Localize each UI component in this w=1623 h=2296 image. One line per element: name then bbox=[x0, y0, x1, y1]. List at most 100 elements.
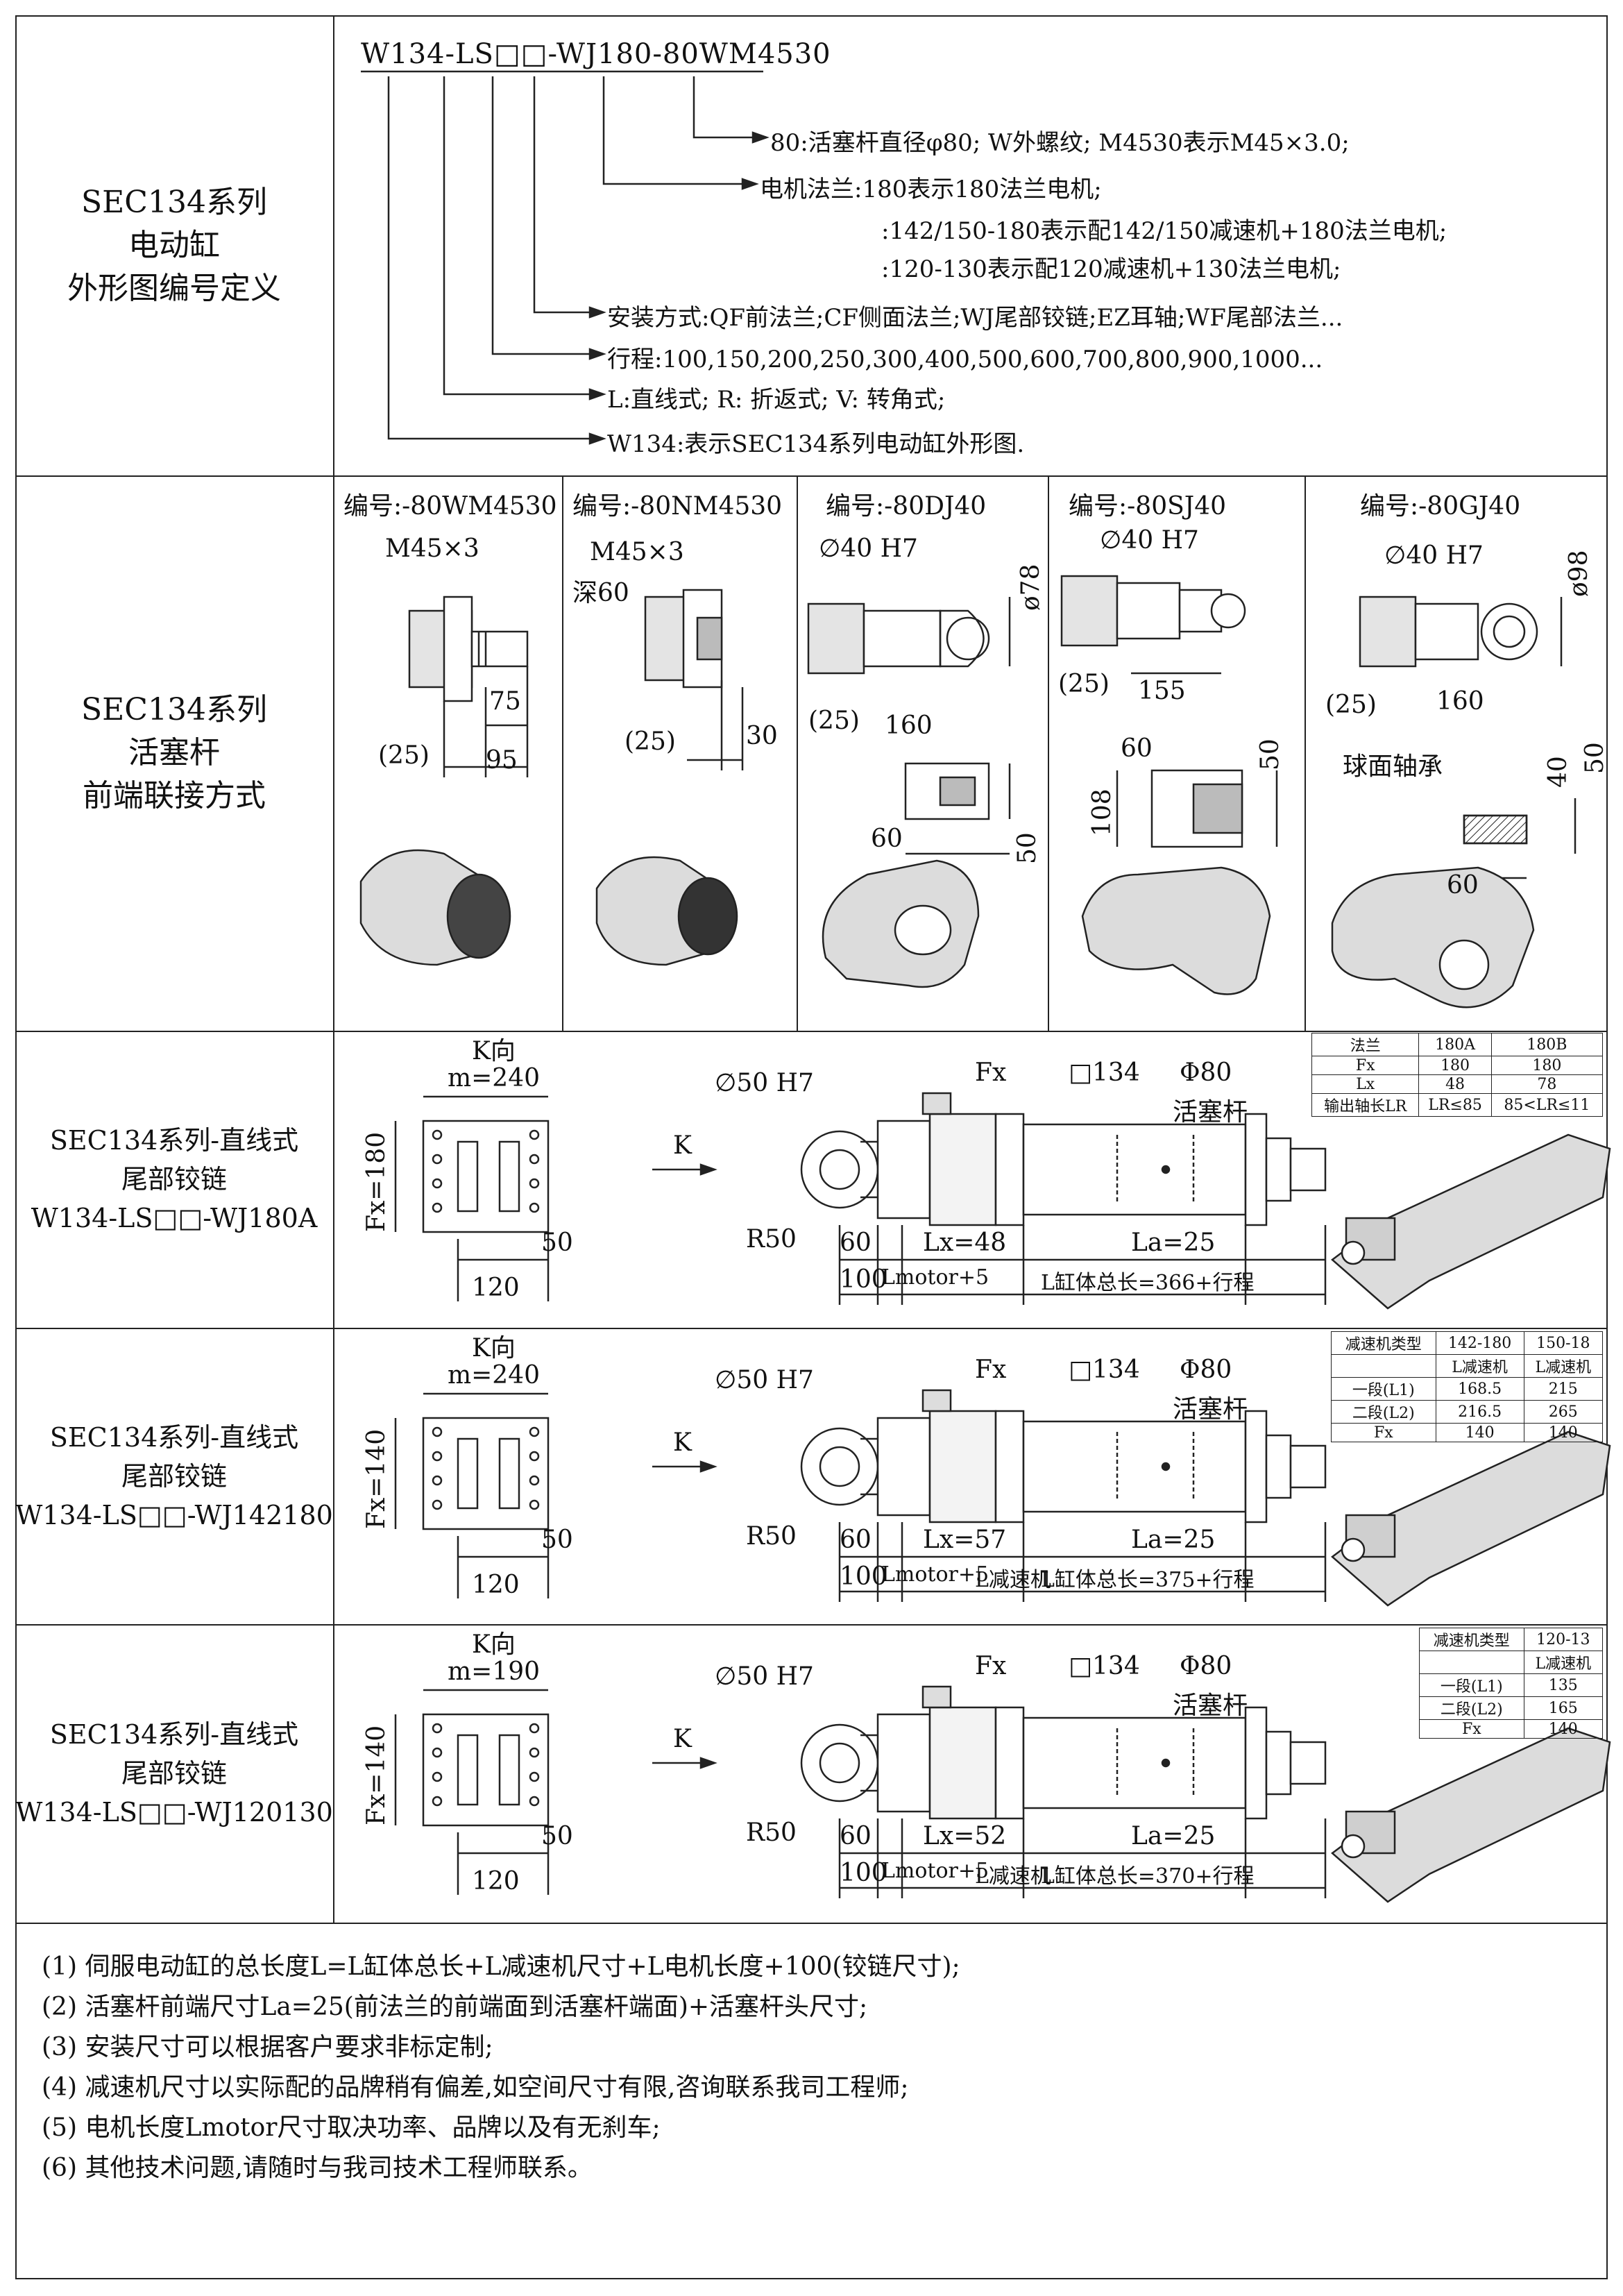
section5-kview-width: m=190 bbox=[448, 1657, 541, 1686]
gj-dim-160: 160 bbox=[1436, 687, 1484, 716]
wm-thread-dim: M45×3 bbox=[385, 534, 479, 563]
spec-table-row: 二段(L2)165 bbox=[1419, 1696, 1604, 1720]
section3-kview-title: K向 bbox=[472, 1037, 516, 1065]
dj-dim-25: (25) bbox=[808, 707, 860, 735]
section3-dim-100: 100 bbox=[840, 1265, 887, 1294]
definition-mounting: 安装方式:QF前法兰;CF侧面法兰;WJ尾部铰链;EZ耳轴;WF尾部法兰... bbox=[607, 304, 1343, 332]
wm-dim-95: 95 bbox=[486, 746, 518, 775]
dj-dim-60: 60 bbox=[871, 825, 903, 853]
section1-label-line: 外形图编号定义 bbox=[67, 270, 281, 306]
section3-label-line: SEC134系列-直线式 bbox=[49, 1125, 299, 1156]
spec-table-cell bbox=[1419, 1651, 1524, 1674]
section3-square-dim: □134 bbox=[1069, 1058, 1140, 1087]
definition-142-150: :142/150-180表示配142/150减速机+180法兰电机; bbox=[881, 217, 1447, 245]
spec-table-cell: 150-18 bbox=[1523, 1331, 1604, 1355]
section5-kview-height: Fx=140 bbox=[362, 1725, 391, 1825]
sj-dim-108: 108 bbox=[1088, 788, 1116, 836]
spec-table-row: L减速机 bbox=[1419, 1651, 1604, 1674]
section5-lx-dim: Lx=52 bbox=[923, 1822, 1007, 1850]
section4-radius-dim: R50 bbox=[746, 1522, 797, 1551]
section3-kview-120: 120 bbox=[472, 1274, 520, 1302]
sj-dim-50: 50 bbox=[1256, 738, 1284, 770]
spec-table-row: 一段(L1)135 bbox=[1419, 1673, 1604, 1697]
section2-label-line: 前端联接方式 bbox=[83, 778, 266, 813]
nm-dim-30: 30 bbox=[746, 722, 778, 750]
section4-cylinder-drawing bbox=[394, 1389, 1611, 1607]
section3-label-line: 尾部铰链 bbox=[121, 1164, 227, 1195]
rod-end-drawings bbox=[359, 575, 1577, 1008]
section3-rod-dia-dim: Φ80 bbox=[1180, 1058, 1232, 1087]
spec-table-cell: 180 bbox=[1490, 1056, 1604, 1075]
sj-dim-60: 60 bbox=[1121, 734, 1153, 763]
spec-table-cell: 215 bbox=[1523, 1377, 1604, 1401]
notes-list: (1) 伺服电动缸的总长度L=L缸体总长+L减速机尺寸+L电机长度+100(铰链… bbox=[42, 1947, 960, 2188]
section5-kview-120: 120 bbox=[472, 1867, 520, 1896]
section4-lmotor-dim: Lmotor+5 bbox=[881, 1562, 989, 1587]
spec-table-cell: 140 bbox=[1523, 1719, 1604, 1739]
gj-dia-dim: ø98 bbox=[1565, 550, 1593, 597]
note-item: (5) 电机长度Lmotor尺寸取决功率、品牌以及有无刹车; bbox=[42, 2113, 661, 2142]
section1-label-line: SEC134系列 bbox=[81, 184, 267, 220]
row-divider-2 bbox=[15, 1031, 1608, 1032]
definition-motor-flange: 电机法兰:180表示180法兰电机; bbox=[760, 176, 1102, 203]
section3-lx-dim: Lx=48 bbox=[923, 1229, 1007, 1257]
nm-depth-dim: 深60 bbox=[572, 579, 629, 607]
spec-table-cell: 142-180 bbox=[1435, 1331, 1524, 1355]
section4-square-dim: □134 bbox=[1069, 1356, 1140, 1384]
label-column-divider bbox=[333, 15, 334, 1923]
section4-total-length-dim: L缸体总长=375+行程 bbox=[1041, 1568, 1255, 1592]
section4-kview-title: K向 bbox=[472, 1334, 516, 1362]
definition-stroke: 行程:100,150,200,250,300,400,500,600,700,8… bbox=[607, 346, 1323, 373]
section1-label-line: 电动缸 bbox=[128, 227, 220, 263]
spec-table-cell: 135 bbox=[1523, 1673, 1604, 1697]
section4-rod-label: 活塞杆 bbox=[1173, 1395, 1248, 1424]
section2-label: SEC134系列 活塞杆 前端联接方式 bbox=[15, 475, 333, 1031]
definition-type: L:直线式; R: 折返式; V: 转角式; bbox=[607, 386, 946, 414]
conn-title-gj: 编号:-80GJ40 bbox=[1360, 492, 1521, 521]
section5-fx-dim: Fx bbox=[975, 1652, 1007, 1680]
conn-divider bbox=[797, 475, 798, 1031]
section5-label-line: SEC134系列-直线式 bbox=[49, 1719, 299, 1750]
gj-spherical-bearing: 球面轴承 bbox=[1343, 752, 1443, 781]
section3-total-length-dim: L缸体总长=366+行程 bbox=[1041, 1271, 1255, 1295]
section5-total-length-dim: L缸体总长=370+行程 bbox=[1041, 1864, 1255, 1889]
spec-table-cell: 216.5 bbox=[1435, 1400, 1524, 1424]
spec-table-cell: 140 bbox=[1523, 1423, 1604, 1442]
spec-table-cell: Lx bbox=[1311, 1074, 1420, 1094]
section3-la-dim: La=25 bbox=[1131, 1229, 1216, 1257]
code-breakdown-lines bbox=[361, 70, 770, 445]
section4-kview-width: m=240 bbox=[448, 1361, 541, 1390]
section5-dim-60: 60 bbox=[840, 1822, 872, 1850]
spec-table-cell: L减速机 bbox=[1523, 1354, 1604, 1378]
nm-dim-25: (25) bbox=[624, 727, 676, 756]
spec-table-cell: 180A bbox=[1418, 1033, 1492, 1056]
section2-label-line: 活塞杆 bbox=[128, 735, 220, 770]
section5-dim-100: 100 bbox=[840, 1859, 887, 1887]
spec-table-cell: 减速机类型 bbox=[1331, 1331, 1436, 1355]
spec-table-cell: Fx bbox=[1311, 1056, 1420, 1075]
section2-label-line: SEC134系列 bbox=[81, 692, 267, 727]
section3-label: SEC134系列-直线式 尾部铰链 W134-LS□□-WJ180A bbox=[15, 1031, 333, 1328]
section5-kview-title: K向 bbox=[472, 1630, 516, 1659]
section4-kview-50: 50 bbox=[541, 1526, 573, 1554]
row-divider-3 bbox=[15, 1328, 1608, 1329]
conn-title-dj: 编号:-80DJ40 bbox=[826, 492, 987, 521]
spec-table-cell: 180 bbox=[1418, 1056, 1492, 1075]
section4-la-dim: La=25 bbox=[1131, 1526, 1216, 1554]
section4-dim-60: 60 bbox=[840, 1526, 872, 1554]
section3-kview-50: 50 bbox=[541, 1229, 573, 1257]
spec-table-cell: 265 bbox=[1523, 1400, 1604, 1424]
conn-title-wm: 编号:-80WM4530 bbox=[343, 492, 557, 521]
section5-bore-dim: ∅50 H7 bbox=[715, 1662, 814, 1691]
spec-table-cell: L减速机 bbox=[1435, 1354, 1524, 1378]
section5-kview-50: 50 bbox=[541, 1822, 573, 1850]
spec-table-cell: 一段(L1) bbox=[1419, 1673, 1524, 1697]
gj-dim-40: 40 bbox=[1544, 756, 1572, 788]
section4-bore-dim: ∅50 H7 bbox=[715, 1366, 814, 1394]
